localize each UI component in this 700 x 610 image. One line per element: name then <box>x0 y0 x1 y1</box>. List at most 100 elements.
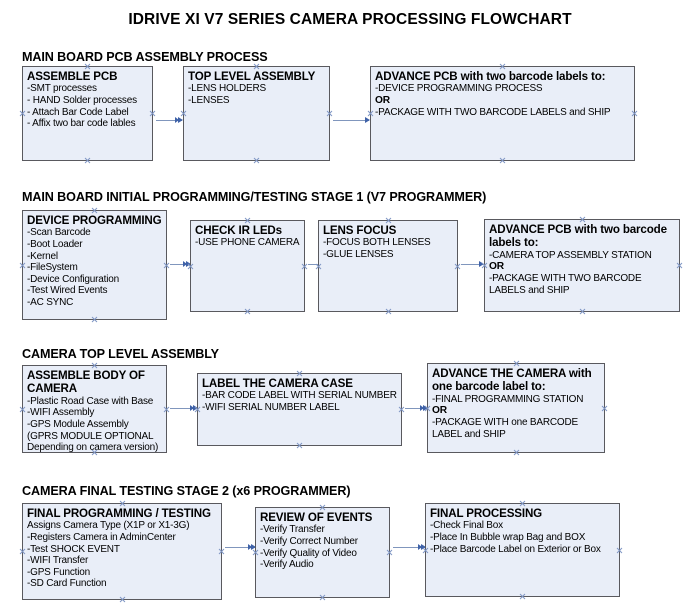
arrowhead-icon <box>183 261 187 268</box>
resize-handle-bottom[interactable] <box>519 593 526 600</box>
resize-handle-bottom[interactable] <box>385 308 392 315</box>
node-label-the-camera-case[interactable]: LABEL THE CAMERA CASE -BAR CODE LABEL WI… <box>197 373 402 446</box>
node-line: -WIFI Transfer <box>27 555 89 567</box>
node-line: -Verify Audio <box>260 559 314 571</box>
node-header: ADVANCE PCB with two barcode labels to: <box>489 223 667 250</box>
connector-arrow <box>393 544 426 551</box>
resize-handle-bottom[interactable] <box>84 157 91 164</box>
connector-line <box>225 547 255 549</box>
arrowhead-icon <box>193 405 198 412</box>
connector-line <box>170 408 197 410</box>
node-line: (GPRS MODULE OPTIONAL <box>27 430 154 442</box>
resize-handle-right[interactable] <box>326 110 333 117</box>
node-line: -FileSystem <box>27 262 78 274</box>
node-top-level-assembly[interactable]: TOP LEVEL ASSEMBLY -LENS HOLDERS -LENSES <box>183 66 330 161</box>
arrowhead-icon <box>423 405 428 412</box>
node-line: -PACKAGE WITH one BARCODE LABEL and SHIP <box>432 417 578 440</box>
section-heading-camera-top-level-assembly: CAMERA TOP LEVEL ASSEMBLY <box>22 347 219 361</box>
node-header: ADVANCE THE CAMERA with one barcode labe… <box>432 367 592 394</box>
node-line: -BAR CODE LABEL WITH SERIAL NUMBER <box>202 390 397 402</box>
node-line: - Affix two bar code lables <box>27 118 136 130</box>
node-line: - HAND Solder processes <box>27 95 137 107</box>
section-heading-main-board-pcb-assembly: MAIN BOARD PCB ASSEMBLY PROCESS <box>22 50 268 64</box>
node-line: -Verify Quality of Video <box>260 547 357 559</box>
node-line: -WIFI SERIAL NUMBER LABEL <box>202 402 340 414</box>
connector-arrow <box>405 405 428 412</box>
arrowhead-icon <box>186 261 191 268</box>
resize-handle-bottom[interactable] <box>319 594 326 601</box>
resize-handle-bottom[interactable] <box>91 316 98 323</box>
connector-line <box>156 120 182 122</box>
node-line: -Place Barcode Label on Exterior or Box <box>430 543 601 555</box>
node-line: -Registers Camera in AdminCenter <box>27 532 176 544</box>
resize-handle-bottom[interactable] <box>579 308 586 315</box>
arrowhead-icon <box>421 544 426 551</box>
node-line: -AC SYNC <box>27 297 74 308</box>
node-line: OR <box>432 405 447 417</box>
connector-line <box>393 547 425 549</box>
node-lens-focus[interactable]: LENS FOCUS -FOCUS BOTH LENSES -GLUE LENS… <box>318 220 458 312</box>
node-advance-pcb-two-barcode[interactable]: ADVANCE PCB with two barcode labels to: … <box>370 66 635 161</box>
node-line: -WIFI Assembly <box>27 407 95 419</box>
arrowhead-icon <box>420 405 424 412</box>
node-advance-pcb-to-camera-top-assembly[interactable]: ADVANCE PCB with two barcode labels to: … <box>484 219 680 312</box>
node-line: -SMT processes <box>27 83 97 95</box>
resize-handle-bottom[interactable] <box>499 157 506 164</box>
node-line: -FOCUS BOTH LENSES <box>323 237 431 249</box>
node-header: ASSEMBLE BODY OF CAMERA <box>27 369 145 396</box>
resize-handle-bottom[interactable] <box>296 442 303 449</box>
node-header: CHECK IR LEDs <box>195 224 282 237</box>
node-line: -GPS Function <box>27 566 90 578</box>
node-line: -Test SHOCK EVENT <box>27 543 120 555</box>
node-line: -Verify Transfer <box>260 524 325 536</box>
node-header: TOP LEVEL ASSEMBLY <box>188 70 316 83</box>
connector-arrow <box>170 405 198 412</box>
node-final-processing[interactable]: FINAL PROCESSING -Check Final Box -Place… <box>425 503 620 597</box>
arrowhead-icon <box>365 117 370 124</box>
page-title: IDRIVE XI V7 SERIES CAMERA PROCESSING FL… <box>128 11 572 28</box>
node-header: REVIEW OF EVENTS <box>260 511 373 524</box>
node-final-programming-testing[interactable]: FINAL PROGRAMMING / TESTING Assigns Came… <box>22 503 222 600</box>
node-line: -LENS HOLDERS <box>188 83 266 95</box>
node-line: -Place In Bubble wrap Bag and BOX <box>430 532 586 544</box>
node-line: -PACKAGE WITH TWO BARCODE LABELS and SHI… <box>375 106 611 118</box>
node-assemble-body-of-camera[interactable]: ASSEMBLE BODY OF CAMERA -Plastic Road Ca… <box>22 365 167 453</box>
resize-handle-bottom[interactable] <box>253 157 260 164</box>
node-line: -LENSES <box>188 95 230 107</box>
connector-line <box>333 120 369 122</box>
node-line: -Check Final Box <box>430 520 503 532</box>
node-assemble-pcb[interactable]: ASSEMBLE PCB -SMT processes - HAND Solde… <box>22 66 153 161</box>
node-line: - Attach Bar Code Label <box>27 106 129 118</box>
node-line: -Test Wired Events <box>27 285 108 297</box>
section-heading-camera-final-testing-stage2: CAMERA FINAL TESTING STAGE 2 (x6 PROGRAM… <box>22 484 351 498</box>
node-check-ir-leds[interactable]: CHECK IR LEDs -USE PHONE CAMERA <box>190 220 305 312</box>
node-line: -SD Card Function <box>27 578 107 590</box>
connector-arrow <box>156 117 183 124</box>
connector-line <box>405 408 427 410</box>
connector-arrow <box>225 544 256 551</box>
node-line: -FINAL PROGRAMMING STATION <box>432 393 584 405</box>
connector-line <box>170 264 190 266</box>
node-device-programming[interactable]: DEVICE PROGRAMMING -Scan Barcode -Boot L… <box>22 210 167 320</box>
connector-arrow <box>461 261 484 268</box>
node-line: -DEVICE PROGRAMMING PROCESS <box>375 83 543 95</box>
resize-handle-bottom[interactable] <box>119 596 126 603</box>
resize-handle-bottom[interactable] <box>244 308 251 315</box>
node-header: DEVICE PROGRAMMING <box>27 214 162 227</box>
node-line: -GPS Module Assembly <box>27 419 129 431</box>
node-review-of-events[interactable]: REVIEW OF EVENTS -Verify Transfer -Verif… <box>255 507 390 598</box>
resize-handle-bottom[interactable] <box>513 449 520 456</box>
node-header: LABEL THE CAMERA CASE <box>202 377 353 390</box>
node-header: FINAL PROGRAMMING / TESTING <box>27 507 211 520</box>
arrowhead-icon <box>175 117 179 124</box>
arrowhead-icon <box>248 544 252 551</box>
resize-handle-left[interactable] <box>180 110 187 117</box>
node-line: -USE PHONE CAMERA <box>195 237 300 249</box>
arrowhead-icon <box>251 544 256 551</box>
node-line: OR <box>375 95 390 107</box>
resize-handle-right[interactable] <box>301 263 308 270</box>
node-advance-camera-one-barcode[interactable]: ADVANCE THE CAMERA with one barcode labe… <box>427 363 605 453</box>
resize-handle-right[interactable] <box>454 263 461 270</box>
node-line: OR <box>489 261 504 273</box>
